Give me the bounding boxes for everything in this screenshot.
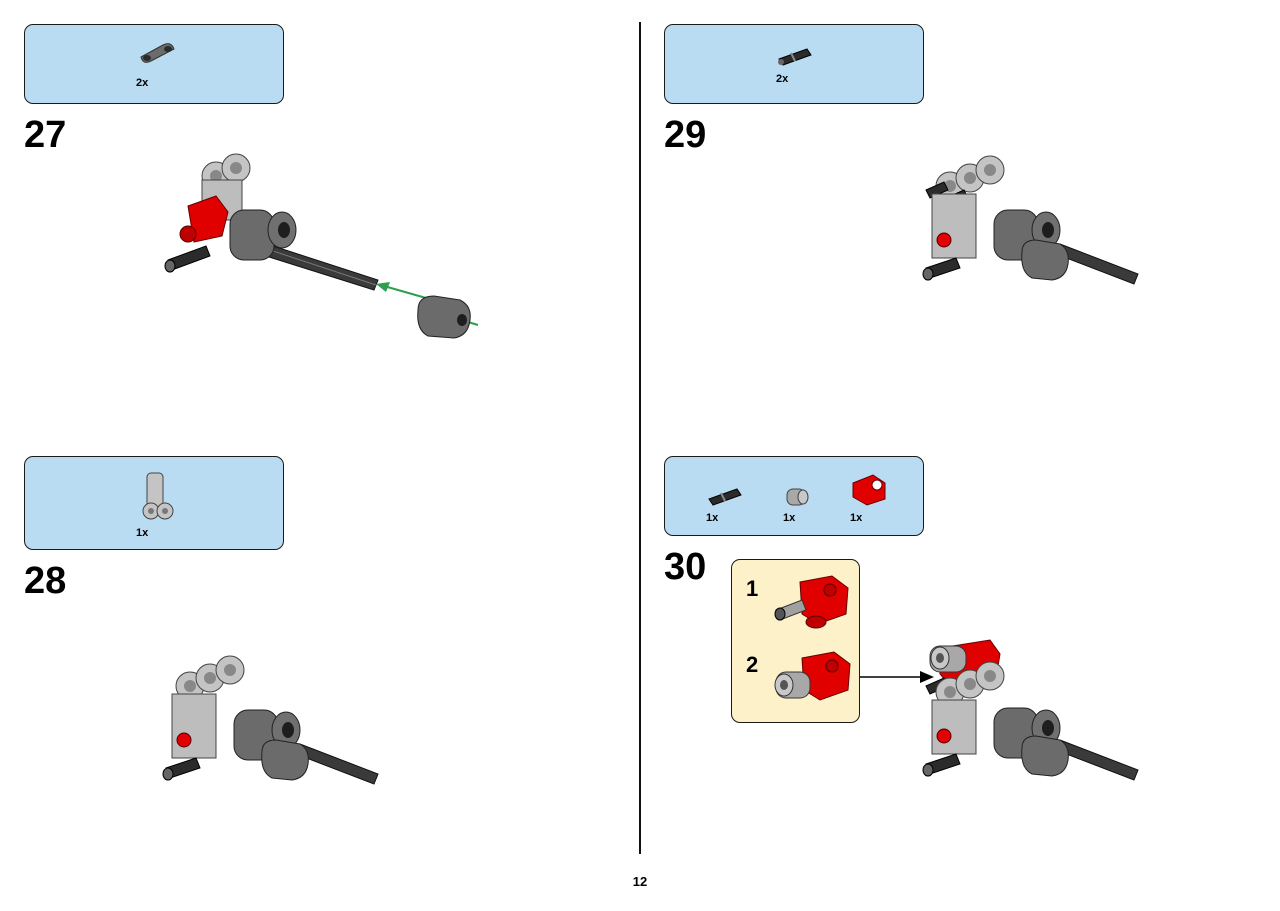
- part-quantity: 2x: [136, 77, 149, 89]
- black-pin-part-icon: [778, 48, 812, 66]
- gray-bushing-part-icon: [786, 488, 809, 506]
- step-number: 28: [24, 560, 67, 602]
- part-quantity: 1x: [850, 512, 863, 524]
- step-27-assembly-illustration: [164, 153, 479, 339]
- gray-beam-part-icon: [140, 43, 175, 63]
- part-quantity: 2x: [776, 73, 789, 85]
- step-number: 29: [664, 114, 707, 156]
- substep-1-illustration: [774, 575, 849, 629]
- black-axle-pin-part-icon: [708, 488, 742, 506]
- part-quantity: 1x: [706, 512, 719, 524]
- part-quantity: 1x: [136, 527, 149, 539]
- step-30-assembly-illustration: [922, 639, 1139, 781]
- callout-arrow: [860, 671, 934, 683]
- step-29-parts-box: 2x: [664, 24, 924, 104]
- step-30-parts-box: 1x 1x 1x: [664, 456, 924, 536]
- substep-2-illustration: [774, 651, 851, 701]
- light-gray-connector-part-icon: [142, 472, 174, 520]
- step-number: 30: [664, 546, 707, 588]
- step-29-assembly-illustration: [922, 155, 1139, 285]
- page-divider: [639, 22, 641, 854]
- page-number: 12: [632, 874, 648, 889]
- substep-number: 1: [746, 576, 759, 601]
- substep-number: 2: [746, 652, 759, 677]
- step-28-assembly-illustration: [162, 655, 379, 785]
- subassembly-callout: 1 2: [731, 559, 860, 723]
- step-27-parts-box: 2x: [24, 24, 284, 104]
- step-number: 27: [24, 114, 67, 156]
- red-connector-part-icon: [852, 474, 886, 506]
- part-quantity: 1x: [783, 512, 796, 524]
- step-28-parts-box: 1x: [24, 456, 284, 550]
